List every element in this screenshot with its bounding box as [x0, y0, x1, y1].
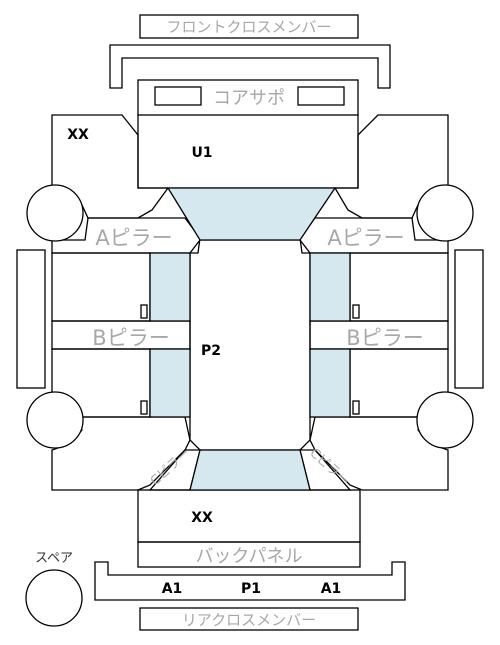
trunk-lid[interactable]: [137, 489, 361, 543]
right-front-window[interactable]: [309, 252, 351, 322]
core-support-label: コアサポ: [213, 88, 285, 109]
right-rear-door-handle[interactable]: [352, 400, 360, 415]
roof-code-u1: U1: [191, 145, 212, 161]
b-pillar-right-label: Bピラー: [346, 326, 423, 350]
front-cross-member-label: フロントクロスメンバー: [166, 18, 331, 36]
center-code-p2: P2: [201, 343, 221, 359]
front-cross-member-box[interactable]: [139, 14, 359, 39]
right-rear-window[interactable]: [309, 348, 351, 418]
left-rear-door-handle[interactable]: [140, 400, 148, 415]
right-rear-tire[interactable]: [416, 391, 474, 449]
right-front-door[interactable]: [349, 252, 449, 322]
c-pillar-right-label: Cピラー: [306, 446, 352, 489]
a-pillar-left-label: Aピラー: [95, 226, 172, 250]
right-side-sill[interactable]: [454, 249, 484, 389]
back-panel-label: バックパネル: [195, 546, 302, 567]
right-front-tire[interactable]: [416, 184, 474, 242]
rear-left-code: A1: [162, 581, 183, 597]
rear-cross-member-label: リアクロスメンバー: [182, 611, 316, 629]
hood-panel[interactable]: [137, 115, 359, 189]
windshield[interactable]: [166, 187, 337, 241]
left-front-tire[interactable]: [26, 184, 84, 242]
left-front-door[interactable]: [51, 252, 151, 322]
spare-tire[interactable]: [25, 569, 83, 627]
left-rear-window[interactable]: [149, 348, 191, 418]
left-front-window[interactable]: [149, 252, 191, 322]
rear-right-code: A1: [321, 581, 342, 597]
right-headlight[interactable]: [297, 86, 345, 106]
a-pillar-right-label: Aピラー: [327, 226, 404, 250]
b-pillar-left-label: Bピラー: [92, 326, 169, 350]
rear-code: XX: [191, 510, 213, 526]
right-front-door-handle[interactable]: [352, 304, 360, 319]
left-rear-tire[interactable]: [26, 391, 84, 449]
rear-window[interactable]: [189, 449, 311, 491]
c-pillar-left-label: Cピラー: [148, 446, 194, 489]
rear-bumper[interactable]: [94, 561, 406, 601]
spare-label: スペア: [35, 551, 73, 566]
rear-center-code: P1: [241, 581, 261, 597]
rear-cross-member-box[interactable]: [139, 607, 359, 631]
left-front-code: XX: [67, 127, 89, 143]
left-side-sill[interactable]: [16, 249, 46, 389]
left-front-door-handle[interactable]: [140, 304, 148, 319]
back-panel[interactable]: [137, 541, 361, 568]
core-support-panel[interactable]: [137, 79, 359, 116]
left-headlight[interactable]: [154, 86, 202, 106]
front-bumper-frame[interactable]: [109, 44, 391, 89]
